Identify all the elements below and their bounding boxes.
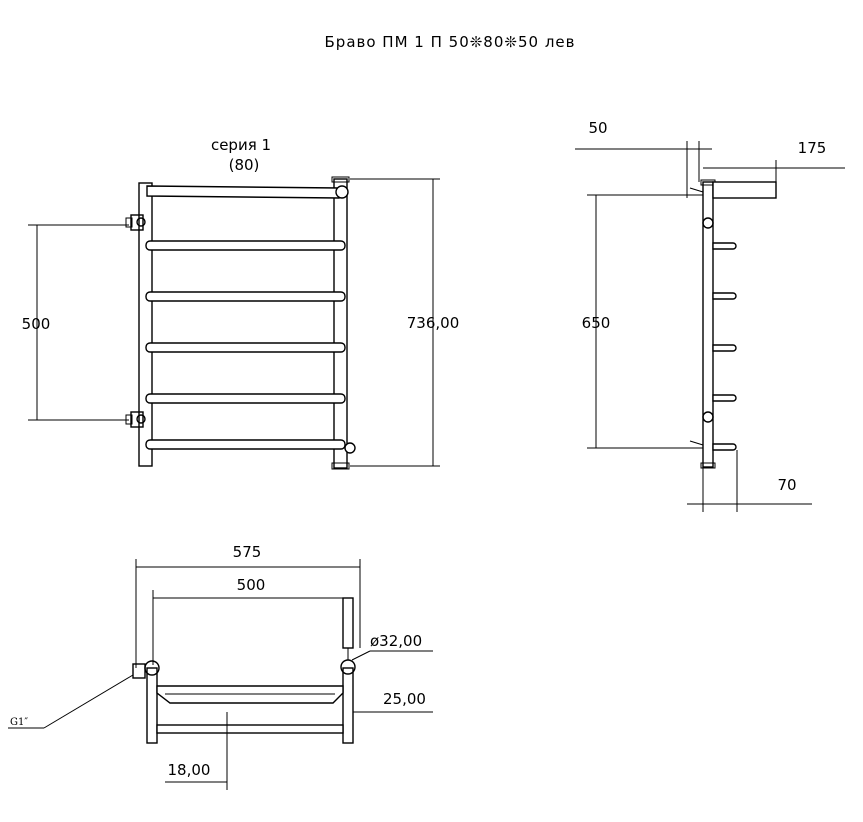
right-collector-pipe [333,178,348,469]
dim-25-label: 25,00 [383,690,426,708]
dimension-bottom-offset: 70 [687,450,812,512]
right-pipe-cap-bottom [331,462,350,470]
dimension-outer-width: 575 [135,543,361,668]
top-right-collector [340,659,356,675]
thread-label: G1″ [10,717,28,728]
dimension-bar-gap: 25,00 [353,690,433,713]
series-label: серия 1 [211,136,271,154]
top-crossbar [146,185,340,199]
side-lower-fitting [702,411,714,423]
dimension-side-height: 650 [582,187,704,449]
dim-18-label: 18,00 [168,761,211,779]
top-lower-bar [156,724,344,734]
side-bar-stub-4 [712,394,737,402]
side-collector-pipe [702,181,714,468]
thread-callout: G1″ [8,674,134,729]
top-left-fitting [132,663,146,679]
side-bar-stub-3 [712,344,737,352]
dimension-wall-offset: 50 175 [575,119,845,198]
side-bar-stub-2 [712,292,737,300]
side-top-shelf [712,181,777,199]
dimension-bar-offset: 18,00 [165,712,228,790]
dimension-inner-width: 500 [152,576,353,665]
crossbar-5 [145,439,346,450]
side-pipe-cap-bottom [700,462,716,469]
side-view: 50 175 650 70 [575,119,845,512]
series-number: (80) [229,156,260,174]
dimension-connection-distance: 500 [22,224,129,421]
crossbar-2 [145,291,346,302]
dim-diameter-label: ø32,00 [370,632,422,650]
dimension-pipe-diameter: ø32,00 [351,632,433,661]
dim-500-label: 500 [22,315,51,333]
crossbar-4 [145,393,346,404]
top-right-tube [342,667,354,744]
lower-connector [125,411,146,428]
dim-736-label: 736,00 [407,314,460,332]
top-right-fitting [342,597,354,649]
top-joint [335,185,349,199]
dim-50-label: 50 [588,119,607,137]
side-bar-stub-1 [712,242,737,250]
dim-650-label: 650 [582,314,611,332]
dim-175-label: 175 [798,139,827,157]
top-left-collector [144,660,160,676]
crossbar-1 [145,240,346,251]
bottom-joint [344,442,356,454]
top-left-tube [146,667,158,744]
dim-575-label: 575 [233,543,262,561]
dim-70-label: 70 [777,476,796,494]
top-view: 575 500 ø32,00 [8,543,433,790]
drawing-title: Браво ПМ 1 П 50❊80❊50 лев [325,33,576,51]
side-upper-fitting [702,217,714,229]
crossbar-3 [145,342,346,353]
upper-connector [125,214,146,231]
dimension-total-height: 736,00 [350,178,460,467]
dim-500-top-label: 500 [237,576,266,594]
right-pipe-cap-top [331,176,350,183]
front-view: серия 1 (80) [22,136,460,470]
side-bar-stub-5 [712,443,737,451]
left-collector-pipe [138,182,153,467]
